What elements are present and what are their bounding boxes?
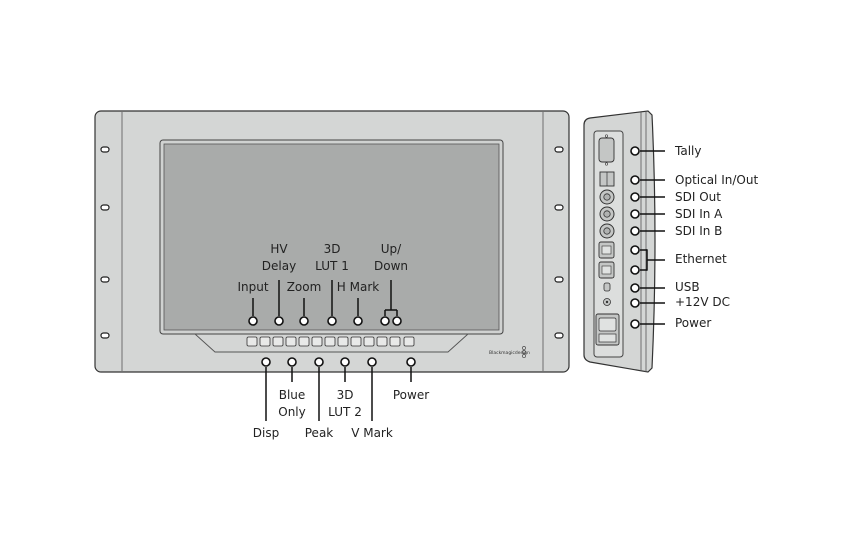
label-blue-only-2: Only — [278, 405, 306, 419]
callout-dot — [327, 316, 337, 326]
front-panel: Blackmagicdesign — [94, 110, 570, 373]
side-callouts: Tally Optical In/Out SDI Out SDI In A SD… — [630, 144, 758, 330]
callout-dot — [353, 316, 363, 326]
callout-dot — [314, 357, 324, 367]
callout-dot — [274, 316, 284, 326]
callout-dot — [380, 316, 390, 326]
callout-dot — [406, 357, 416, 367]
callout-dot — [630, 298, 640, 308]
usb-port — [603, 282, 611, 292]
screw — [604, 162, 608, 166]
callout-dot — [630, 226, 640, 236]
tally-connector — [598, 137, 615, 163]
label-power-front: Power — [393, 388, 429, 402]
callout-dot — [392, 316, 402, 326]
rack-hole — [554, 332, 564, 339]
disp-key[interactable] — [246, 336, 258, 347]
label-usb: USB — [675, 280, 700, 294]
peak-key[interactable] — [298, 336, 310, 347]
label-lut2-1: 3D — [337, 388, 354, 402]
callout-dot — [630, 175, 640, 185]
label-updown-2: Down — [374, 259, 408, 273]
hv-delay-key[interactable] — [285, 336, 297, 347]
label-h-mark: H Mark — [337, 280, 379, 294]
power-inlet-fuse — [598, 333, 617, 343]
callout-dot — [630, 146, 640, 156]
label-sdi-out: SDI Out — [675, 190, 721, 204]
blue-only-key[interactable] — [259, 336, 271, 347]
label-blue-only-1: Blue — [279, 388, 306, 402]
power-inlet-socket — [598, 317, 617, 332]
power-key[interactable] — [403, 336, 415, 347]
rack-hole — [100, 276, 110, 283]
rack-hole — [100, 332, 110, 339]
label-lut2-2: LUT 2 — [328, 405, 362, 419]
screw — [604, 134, 608, 138]
label-lut1-2: LUT 1 — [315, 259, 349, 273]
lut2-key[interactable] — [337, 336, 349, 347]
lut1-key[interactable] — [324, 336, 336, 347]
brand-logo-mark — [522, 350, 526, 354]
up-key[interactable] — [376, 336, 388, 347]
callout-dot — [261, 357, 271, 367]
label-v-mark: V Mark — [351, 426, 393, 440]
brand-logo-mark — [522, 354, 526, 358]
ethernet-port-inner — [601, 245, 612, 255]
label-updown-1: Up/ — [381, 242, 402, 256]
rack-hole — [100, 204, 110, 211]
callout-dot — [630, 319, 640, 329]
rack-hole — [100, 146, 110, 153]
callout-dot — [340, 357, 350, 367]
label-hv-delay-1: HV — [270, 242, 288, 256]
sdi-in-b-core — [603, 227, 611, 235]
callout-dot — [287, 357, 297, 367]
label-lut1-1: 3D — [324, 242, 341, 256]
label-disp: Disp — [253, 426, 279, 440]
callout-dot — [630, 245, 640, 255]
label-sdi-in-b: SDI In B — [675, 224, 722, 238]
down-key[interactable] — [389, 336, 401, 347]
front-buttons — [246, 336, 415, 347]
h-mark-key[interactable] — [350, 336, 362, 347]
label-zoom: Zoom — [287, 280, 322, 294]
callout-dot — [299, 316, 309, 326]
callout-dot — [367, 357, 377, 367]
brand-logo: Blackmagicdesign — [489, 350, 530, 356]
label-tally: Tally — [674, 144, 701, 158]
zoom-key[interactable] — [311, 336, 323, 347]
brand-logo-mark — [522, 346, 526, 350]
v-mark-key[interactable] — [363, 336, 375, 347]
side-panel — [583, 110, 656, 373]
rack-hole — [554, 146, 564, 153]
ethernet-port-inner — [601, 265, 612, 275]
callout-dot — [630, 283, 640, 293]
callout-dot — [630, 192, 640, 202]
callout-dot — [630, 209, 640, 219]
label-dc: +12V DC — [675, 295, 730, 309]
label-sdi-in-a: SDI In A — [675, 207, 723, 221]
label-optical: Optical In/Out — [675, 173, 758, 187]
label-peak: Peak — [305, 426, 334, 440]
label-ethernet: Ethernet — [675, 252, 727, 266]
sdi-out-core — [603, 193, 611, 201]
dc-jack-pin — [605, 300, 609, 304]
label-hv-delay-2: Delay — [262, 259, 296, 273]
label-input: Input — [237, 280, 268, 294]
rack-hole — [554, 204, 564, 211]
button-strip-bevel — [194, 333, 469, 353]
callout-dot — [248, 316, 258, 326]
sdi-in-a-core — [603, 210, 611, 218]
rack-hole — [554, 276, 564, 283]
input-key[interactable] — [272, 336, 284, 347]
label-power-side: Power — [675, 316, 711, 330]
front-callouts-top: Input HV Delay Zoom 3D LUT 1 H Mark Up/ … — [237, 242, 408, 326]
callout-dot — [630, 265, 640, 275]
front-callouts-bottom: Disp Blue Only Peak 3D LUT 2 V Mark Powe… — [253, 357, 429, 440]
